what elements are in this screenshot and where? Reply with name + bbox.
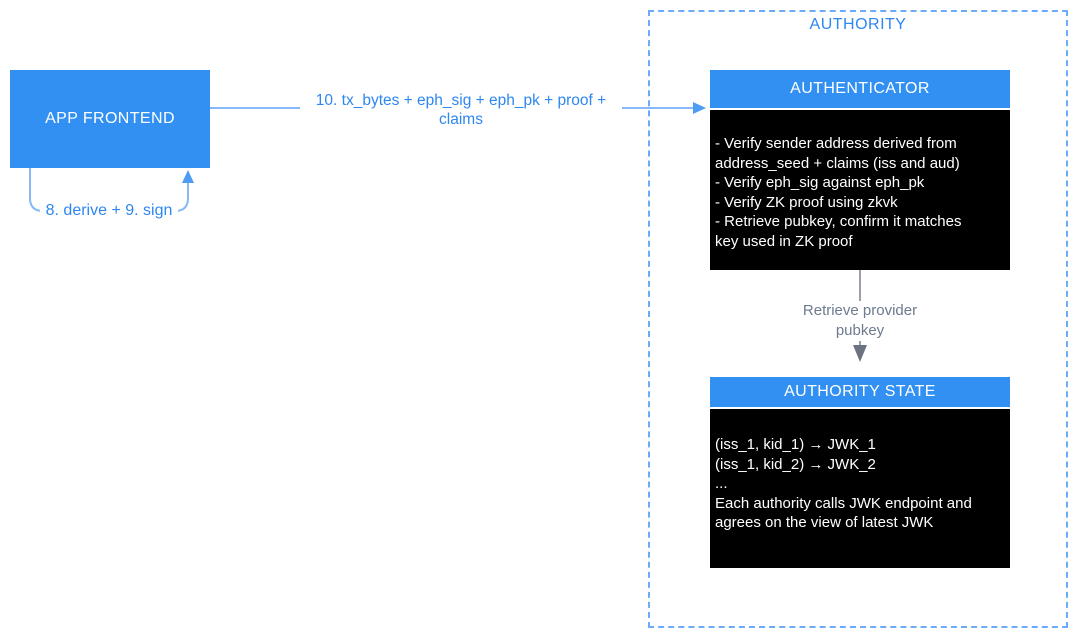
authority-group-title: AUTHORITY [809, 16, 907, 33]
authenticator-body: - Verify sender address derived from add… [710, 110, 1010, 270]
authority-state-node: AUTHORITY STATE (iss_1, kid_1) → JWK_1 (… [710, 377, 1010, 568]
app-frontend-node: APP FRONTEND [10, 70, 210, 168]
authenticator-header: AUTHENTICATOR [710, 70, 1010, 108]
tx-arrow-label: 10. tx_bytes + eph_sig + eph_pk + proof … [300, 91, 622, 129]
authority-state-body: (iss_1, kid_1) → JWK_1 (iss_1, kid_2) → … [710, 409, 1010, 568]
self-loop-label: 8. derive + 9. sign [40, 201, 178, 220]
authority-group-border [648, 10, 1068, 628]
authenticator-node: AUTHENTICATOR - Verify sender address de… [710, 70, 1010, 270]
authority-state-header: AUTHORITY STATE [710, 377, 1010, 407]
app-frontend-label: APP FRONTEND [45, 110, 175, 127]
retrieve-arrow-label: Retrieve provider pubkey [770, 301, 950, 341]
